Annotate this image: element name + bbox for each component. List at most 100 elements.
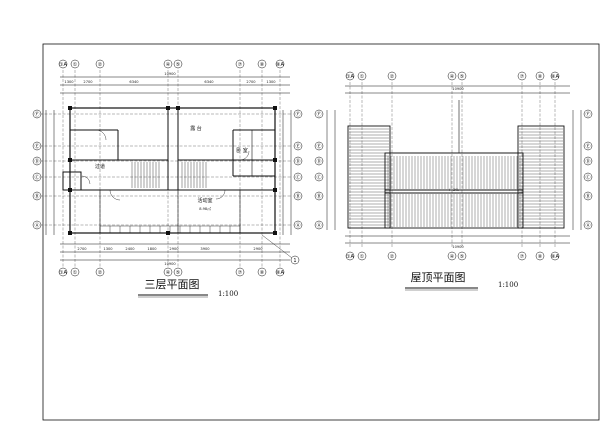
right-top-axis-5-bubble xyxy=(517,71,527,81)
left-side-axis-l-2-bubble xyxy=(32,156,42,166)
left-top-dim-1: 2700 xyxy=(83,80,93,84)
right-side-axis-l-0-bubble xyxy=(314,109,324,119)
left-side-axis-r-3: Ⓒ xyxy=(295,174,300,181)
left-top-axis-3: ④ xyxy=(166,62,171,68)
left-top-axis-6-bubble xyxy=(257,59,267,69)
right-bottom-axis-5-bubble xyxy=(517,251,527,261)
left-top-axis-3-bubble xyxy=(163,59,173,69)
right-side-axis-r-3: Ⓒ xyxy=(585,174,590,181)
right-bottom-axis-7-bubble xyxy=(550,251,560,261)
left-side-axis-r-2: Ⓓ xyxy=(295,158,300,165)
left-bottom-dim-4: 2900 xyxy=(169,247,179,251)
room-terrace: 露 台 xyxy=(190,125,202,132)
left-bottom-axis-7: ⑧A xyxy=(276,270,284,276)
left-top-dim-4: 2700 xyxy=(246,80,256,84)
left-top-axis-6: ⑧ xyxy=(260,62,265,68)
room-activity-area: 8.98㎡ xyxy=(199,206,211,211)
right-bottom-axis-4: ⑤ xyxy=(460,254,464,260)
left-bottom-axis-2-bubble xyxy=(95,267,105,277)
callout-number: 1 xyxy=(293,258,296,264)
right-top-axis-7-bubble xyxy=(550,71,560,81)
left-top-axis-1-bubble xyxy=(70,59,80,69)
right-side-axis-r-3-bubble xyxy=(583,172,593,182)
left-top-dim-2: 6340 xyxy=(129,80,139,84)
left-side-axis-l-4: Ⓑ xyxy=(34,193,39,200)
left-top-axis-7: ⑧A xyxy=(276,62,284,68)
left-bottom-axis-0: ①A xyxy=(59,270,67,276)
left-plan-title: 三层平面图 xyxy=(145,278,200,291)
right-top-axis-6: ⑧ xyxy=(538,74,543,80)
right-side-axis-l-3-bubble xyxy=(314,172,324,182)
left-side-axis-r-5-bubble xyxy=(293,220,303,230)
left-bottom-dim-2: 2400 xyxy=(125,247,135,251)
right-top-axis-1-bubble xyxy=(357,71,367,81)
left-bottom-axis-1: ① xyxy=(73,270,78,276)
right-bottom-axis-3-bubble xyxy=(447,251,457,261)
right-top-axis-0: ①A xyxy=(346,74,354,80)
left-bottom-axis-4-bubble xyxy=(173,267,183,277)
left-side-axis-r-4: Ⓑ xyxy=(295,193,300,200)
left-top-axis-1: ① xyxy=(73,62,78,68)
right-top-axis-3-bubble xyxy=(447,71,457,81)
left-top-axis-2-bubble xyxy=(95,59,105,69)
right-top-axis-2: ② xyxy=(390,74,395,80)
third-floor-plan: 露 台 卧 室 过道 活动室 8.98㎡ 10900 10900 1300 270… xyxy=(32,59,303,298)
right-bottom-axis-4-bubble xyxy=(457,251,467,261)
right-overall-dim-top: 10900 xyxy=(452,87,464,91)
left-bottom-axis-3-bubble xyxy=(163,267,173,277)
right-side-axis-l-5-bubble xyxy=(314,220,324,230)
left-side-axis-l-0: Ⓕ xyxy=(34,111,39,118)
left-bottom-axis-4: ⑤ xyxy=(176,270,180,276)
room-bedroom: 卧 室 xyxy=(236,147,248,154)
left-top-axis-5-bubble xyxy=(235,59,245,69)
drawing-frame xyxy=(42,43,600,421)
right-top-axis-4-bubble xyxy=(457,71,467,81)
room-activity: 活动室 xyxy=(197,197,212,204)
left-side-axis-l-4-bubble xyxy=(32,191,42,201)
right-side-axis-r-4-bubble xyxy=(583,191,593,201)
left-top-dim-5: 1300 xyxy=(266,80,276,84)
right-bottom-axis-5: ⑦ xyxy=(520,254,525,260)
right-side-axis-r-1-bubble xyxy=(583,141,593,151)
left-top-dim-0: 1300 xyxy=(64,80,74,84)
left-top-axis-0-bubble xyxy=(58,59,68,69)
right-side-axis-r-5-bubble xyxy=(583,220,593,230)
right-side-axis-r-1: Ⓔ xyxy=(585,143,590,150)
left-side-axis-l-3-bubble xyxy=(32,172,42,182)
right-top-axis-1: ① xyxy=(360,74,365,80)
room-corridor: 过道 xyxy=(95,163,105,170)
right-top-axis-7: ⑧A xyxy=(551,74,559,80)
left-bottom-axis-1-bubble xyxy=(70,267,80,277)
left-top-axis-5: ⑦ xyxy=(238,62,243,68)
left-bottom-dim-3: 1800 xyxy=(147,247,157,251)
right-side-axis-r-2-bubble xyxy=(583,156,593,166)
right-top-axis-3: ④ xyxy=(450,74,455,80)
left-bottom-dim-1: 1300 xyxy=(103,247,113,251)
left-top-axis-4: ⑤ xyxy=(176,62,180,68)
right-side-axis-r-0-bubble xyxy=(583,109,593,119)
left-top-axis-7-bubble xyxy=(275,59,285,69)
right-side-axis-r-0: Ⓕ xyxy=(585,111,590,118)
left-bottom-dim-6: 2900 xyxy=(253,247,263,251)
right-top-axis-2-bubble xyxy=(387,71,397,81)
left-bottom-dim-0: 2700 xyxy=(77,247,87,251)
right-top-axis-5: ⑦ xyxy=(520,74,525,80)
left-side-axis-l-2: Ⓓ xyxy=(34,158,39,165)
right-plan-title: 屋顶平面图 xyxy=(411,271,466,284)
right-side-axis-l-2: Ⓓ xyxy=(316,158,321,165)
left-side-axis-l-5-bubble xyxy=(32,220,42,230)
right-bottom-axis-3: ④ xyxy=(450,254,455,260)
right-plan-scale: 1:100 xyxy=(498,281,518,289)
left-overall-dim-bottom: 10900 xyxy=(164,262,176,266)
right-side-axis-l-1-bubble xyxy=(314,141,324,151)
right-top-axis-0-bubble xyxy=(345,71,355,81)
left-side-axis-r-5: Ⓐ xyxy=(295,222,300,229)
right-bottom-axis-6-bubble xyxy=(535,251,545,261)
right-bottom-axis-1-bubble xyxy=(357,251,367,261)
left-top-dim-3: 6340 xyxy=(204,80,214,84)
left-side-axis-r-1: Ⓔ xyxy=(295,143,300,150)
left-overall-dim-top: 10900 xyxy=(164,72,176,76)
right-side-axis-l-5: Ⓐ xyxy=(316,222,321,229)
right-side-axis-r-4: Ⓑ xyxy=(585,193,590,200)
